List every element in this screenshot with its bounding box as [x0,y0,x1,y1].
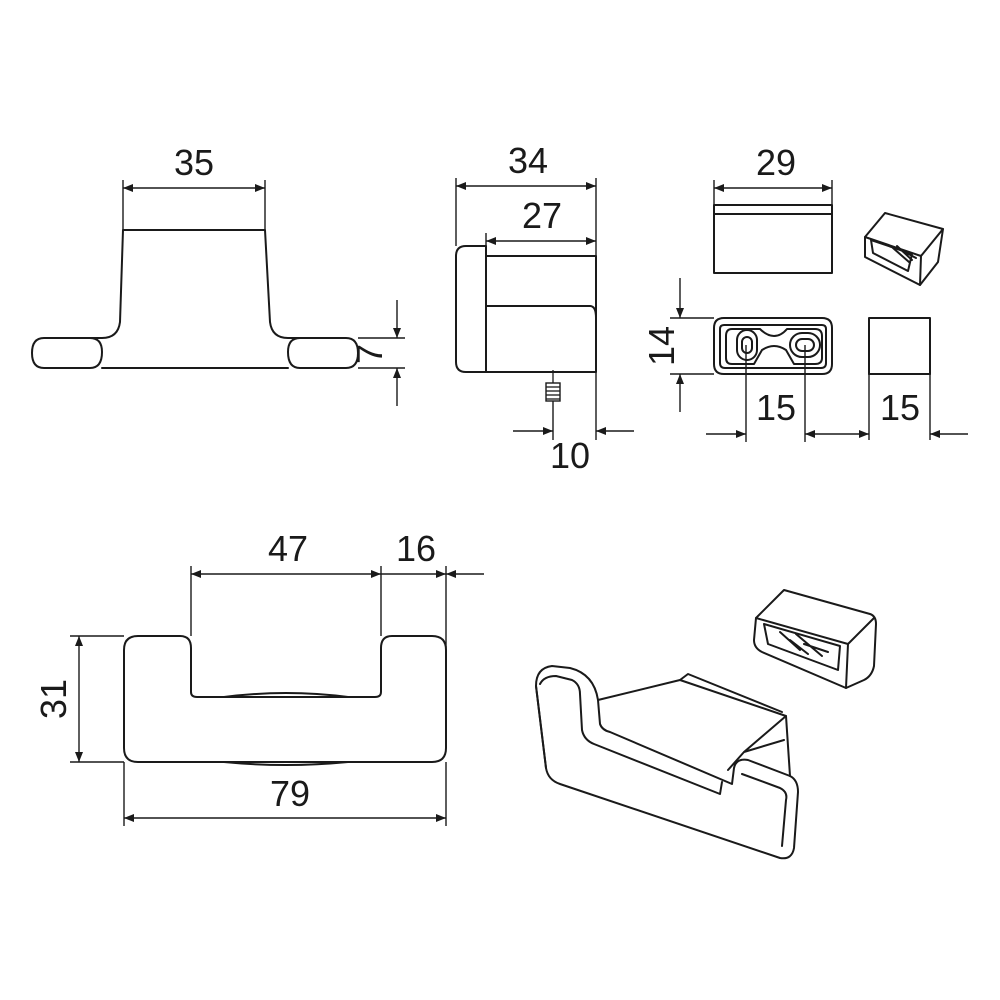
base-plate-outline [713,317,833,375]
cap-front-body [713,204,833,274]
top-arm-width-label: 16 [396,528,436,569]
front-view-right-foot [287,337,359,369]
top-height-label: 31 [33,679,74,719]
cap-width-label: 29 [756,142,796,183]
side-view-plate [455,245,487,373]
side-view-arm [485,255,597,373]
top-total-width-label: 79 [270,773,310,814]
side-view: 34 27 10 [455,140,634,476]
cap-front-view: 29 [713,142,833,274]
mounting-hole-left [736,329,758,361]
top-inner-width-label: 47 [268,528,308,569]
cap-side-view: 15 [845,317,968,440]
base-plate-inner-shape [725,328,823,365]
cap-side-body [868,317,931,375]
top-view: 47 16 31 79 [33,528,484,826]
side-arm-width-label: 27 [522,195,562,236]
base-plate-view: 14 15 [641,278,845,442]
front-view-body [89,229,301,339]
screw-icon [545,370,561,402]
front-view-left-foot [31,337,103,369]
foot-height-label: 7 [349,344,390,364]
side-total-width-label: 34 [508,140,548,181]
hole-spacing-label: 15 [756,387,796,428]
front-width-label: 35 [174,142,214,183]
side-view-arm-tip [589,305,597,319]
cap-iso-small-outline [864,212,944,286]
top-view-outline [123,635,447,763]
hook-iso-front-face [535,665,799,860]
hook-iso-top-arm [597,679,791,777]
screw-offset-label: 10 [550,435,590,476]
hook-isometric [535,665,799,860]
cap-iso-large [753,589,877,689]
front-view: 35 7 [31,142,405,406]
cap-iso-small [864,212,944,286]
cap-iso-large-outline [753,589,877,689]
cap-depth-label: 15 [880,387,920,428]
base-height-label: 14 [641,326,682,366]
